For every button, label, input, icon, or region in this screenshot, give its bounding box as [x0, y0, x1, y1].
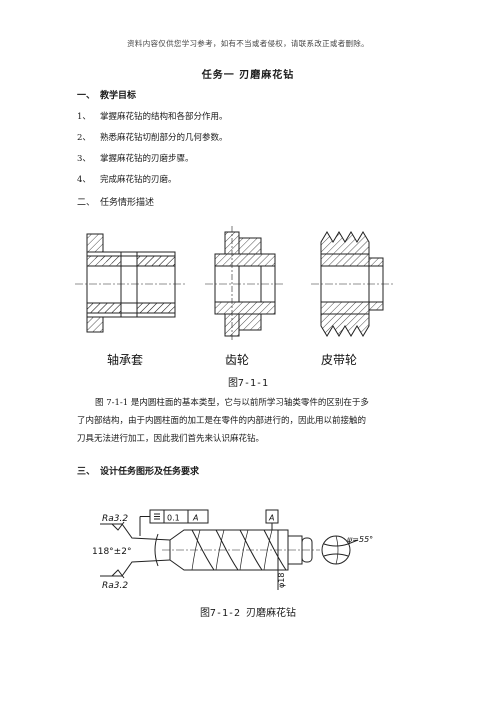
roughness-top-label: Ra3.2: [102, 514, 128, 524]
pulley-drawing: [311, 231, 393, 337]
figure-part-types: 轴承套 齿轮 皮带轮: [75, 226, 393, 367]
paragraph-intro: 图 7-1-1 是内圆柱面的基本类型，它与以前所学习轴类零件的区别在于多 了内部…: [77, 398, 369, 444]
gear-drawing: [205, 226, 285, 342]
figure-label-pulley: 皮带轮: [321, 353, 357, 367]
bearing-sleeve-drawing: [75, 233, 187, 333]
tolerance-value: 0.1: [167, 514, 180, 523]
section-heading-task-description: 二、任务情形描述: [77, 198, 155, 208]
figure-label-bearing-sleeve: 轴承套: [107, 352, 143, 367]
figure-label-gear: 齿轮: [225, 353, 249, 367]
point-angle-label: 118°±2°: [92, 547, 131, 557]
page-title: 任务一 刃磨麻花钻: [201, 70, 295, 81]
objective-item: 4、完成麻花钻的刃磨。: [77, 175, 177, 185]
section-heading-objectives: 一、教学目标: [77, 91, 137, 101]
objective-item: 2、熟悉麻花钻切削部分的几何参数。: [77, 133, 228, 143]
copyright-notice: 资料内容仅供您学习参考，如有不当或者侵权，请联系改正或者删除。: [127, 39, 369, 48]
figure-caption-7-1-2: 图7-1-2 刃磨麻花钻: [199, 608, 297, 619]
figure-caption-7-1-1: 图7-1-1: [227, 378, 269, 389]
helix-angle-label: ψ=55°: [347, 535, 373, 544]
figure-twist-drill: Ra3.2 Ra3.2 118°±2° 0.1 A A φ18 ψ=55°: [92, 509, 373, 591]
section-heading-design-task: 三、设计任务图形及任务要求: [77, 467, 200, 477]
tolerance-datum: A: [192, 514, 198, 523]
roughness-bottom-label: Ra3.2: [102, 581, 128, 591]
diameter-label: φ18: [277, 573, 286, 588]
objective-item: 1、掌握麻花钻的结构和各部分作用。: [77, 112, 228, 122]
objective-item: 3、掌握麻花钻的刃磨步骤。: [77, 154, 194, 164]
datum-a-label: A: [268, 514, 274, 523]
